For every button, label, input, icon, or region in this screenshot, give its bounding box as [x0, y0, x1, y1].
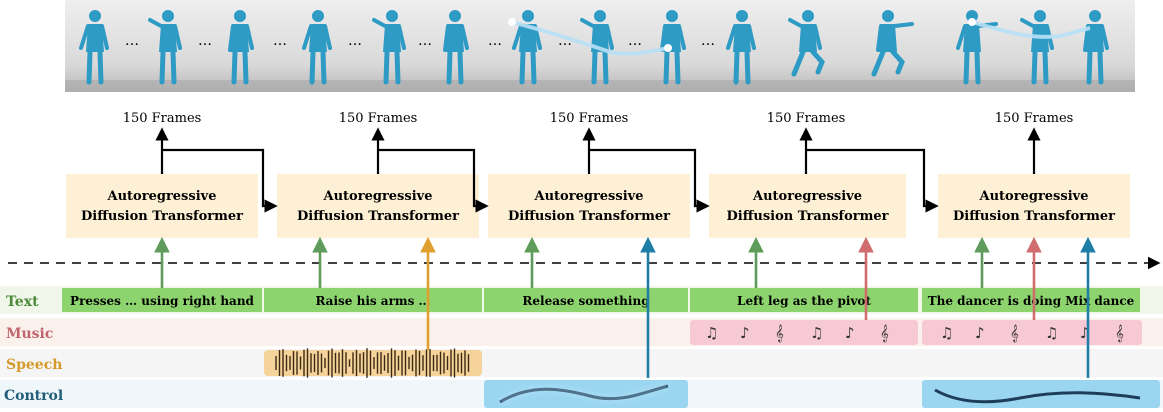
- text-segment-2: [264, 288, 482, 312]
- ellipsis-mark: …: [701, 33, 715, 49]
- music-note-icon: ♪: [975, 324, 985, 342]
- human-figure: [148, 10, 182, 85]
- speech-segment: [264, 348, 482, 378]
- block-title-line2: Diffusion Transformer: [953, 209, 1115, 224]
- music-segments: ♫ ♪ 𝄞 ♫ ♪ 𝄞 ♫ ♪ 𝄞 ♫ ♪ 𝄞: [690, 320, 1142, 345]
- block-title-line2: Diffusion Transformer: [81, 209, 243, 224]
- trajectory-point: [664, 44, 672, 52]
- music-segment: [922, 320, 1142, 345]
- text-segments: Presses … using right hand Raise his arms…: [62, 288, 1140, 312]
- transformer-block-3: [488, 174, 690, 238]
- ellipsis-mark: …: [273, 33, 287, 49]
- frame-ellipses: ………………………: [125, 33, 715, 49]
- transformer-block-2: [277, 174, 479, 238]
- chain-arrow: [162, 148, 278, 213]
- human-figure: [228, 10, 254, 85]
- trajectory-curve-2: [971, 20, 1091, 39]
- chain-arrows: [155, 127, 1041, 213]
- motion-figures: [79, 10, 1109, 85]
- human-figure: [580, 10, 614, 85]
- text-segment-label-4: Left leg as the pivot: [737, 294, 871, 308]
- chain-arrow: [806, 148, 939, 213]
- human-figure: [956, 10, 998, 85]
- frame-labels: 150 Frames 150 Frames 150 Frames 150 Frames…: [123, 111, 1074, 126]
- block-title-line2: Diffusion Transformer: [508, 209, 670, 224]
- human-figure: [512, 10, 542, 85]
- block-title-line1: Autoregressive: [107, 189, 217, 204]
- music-notes-icon: ♫ ♪ 𝄞 ♫ ♪ 𝄞 ♫ ♪ 𝄞 ♫ ♪ 𝄞: [705, 324, 1124, 342]
- text-segment-4: [690, 288, 918, 312]
- ellipsis-mark: …: [198, 33, 212, 49]
- trajectory-point: [508, 18, 516, 26]
- text-segment-label-3: Release something: [522, 294, 650, 308]
- music-note-icon: ♫: [940, 324, 953, 342]
- chain-arrow: [589, 148, 710, 213]
- row-label-music: Music: [6, 326, 53, 342]
- trajectory-curve-1: [511, 20, 669, 56]
- music-note-icon: ♪: [1080, 324, 1090, 342]
- ellipsis-mark: …: [348, 33, 362, 49]
- block-title-line2: Diffusion Transformer: [727, 209, 889, 224]
- text-segment-5: [922, 288, 1140, 312]
- transformer-block-5: [938, 174, 1130, 238]
- block-title-line1: Autoregressive: [752, 189, 862, 204]
- human-figure: [79, 10, 109, 85]
- text-segment-label-5: The dancer is doing Mix dance: [928, 294, 1135, 308]
- music-note-icon: 𝄞: [1010, 324, 1019, 342]
- text-segment-label-1: Presses … using right hand: [70, 294, 255, 308]
- frames-label-3: 150 Frames: [550, 111, 629, 126]
- ellipsis-mark: …: [488, 33, 502, 49]
- text-segment-label-2: Raise his arms …: [315, 294, 430, 308]
- music-note-icon: ♪: [845, 324, 855, 342]
- trajectory-point: [968, 18, 976, 26]
- music-note-icon: 𝄞: [1115, 324, 1124, 342]
- text-segment-1: [62, 288, 262, 312]
- music-note-icon: 𝄞: [880, 324, 889, 342]
- row-label-text: Text: [6, 294, 39, 310]
- frames-label-2: 150 Frames: [339, 111, 418, 126]
- human-figure: [302, 10, 332, 85]
- row-label-control: Control: [4, 388, 63, 404]
- music-segment: [690, 320, 918, 345]
- transformer-block-4: [709, 174, 906, 238]
- music-note-icon: ♫: [1045, 324, 1058, 342]
- music-note-icon: ♫: [810, 324, 823, 342]
- text-segment-3: [484, 288, 688, 312]
- ellipsis-mark: …: [628, 33, 642, 49]
- frames-label-5: 150 Frames: [995, 111, 1074, 126]
- frames-label-4: 150 Frames: [767, 111, 846, 126]
- block-title-line1: Autoregressive: [323, 189, 433, 204]
- block-title-line2: Diffusion Transformer: [297, 209, 459, 224]
- speech-row-bg: [0, 349, 1163, 377]
- ellipsis-mark: …: [418, 33, 432, 49]
- control-curve-icon: [934, 388, 1141, 404]
- frames-label-1: 150 Frames: [123, 111, 202, 126]
- audio-waveform-icon: [275, 348, 470, 378]
- music-note-icon: 𝄞: [775, 324, 784, 342]
- music-note-icon: ♪: [740, 324, 750, 342]
- control-segments: [484, 380, 1160, 408]
- block-title-line1: Autoregressive: [534, 189, 644, 204]
- human-figure: [443, 10, 469, 85]
- human-figure: [871, 10, 914, 77]
- ellipsis-mark: …: [125, 33, 139, 49]
- condition-arrows: [154, 236, 1096, 378]
- chain-arrow: [378, 148, 489, 213]
- row-label-speech: Speech: [6, 357, 62, 373]
- music-note-icon: ♫: [705, 324, 718, 342]
- block-title-line1: Autoregressive: [979, 189, 1089, 204]
- human-figure: [372, 10, 406, 85]
- human-figure: [726, 10, 756, 85]
- human-figure: [1020, 10, 1054, 85]
- transformer-block-1: [66, 174, 258, 238]
- human-figure: [788, 10, 825, 77]
